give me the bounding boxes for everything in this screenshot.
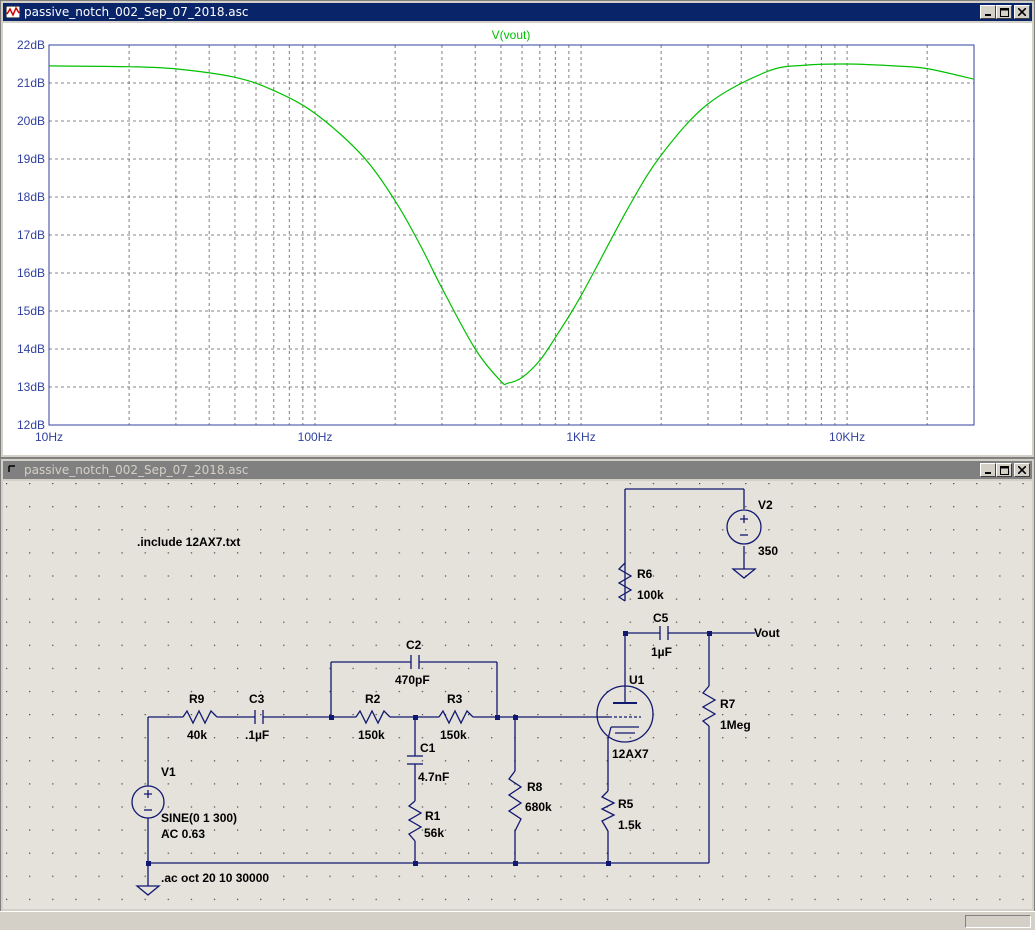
status-bar [0, 911, 1035, 930]
schematic-canvas[interactable]: .include 12AX7.txt .ac oct 20 10 30000 R… [3, 481, 1032, 909]
resistor-r2[interactable] [355, 709, 391, 725]
label-r5-name[interactable]: R5 [618, 797, 634, 811]
label-c2-value[interactable]: 470pF [395, 673, 430, 687]
x-tick-label: 10Hz [35, 430, 63, 444]
label-r5-value[interactable]: 1.5k [618, 818, 642, 832]
capacitor-c1[interactable] [407, 753, 423, 767]
resistor-r1[interactable] [407, 800, 423, 842]
ground-symbol [731, 568, 757, 579]
junctions [146, 631, 712, 866]
label-c2-name[interactable]: C2 [406, 638, 422, 652]
label-r7-value[interactable]: 1Meg [720, 718, 751, 732]
resistor-r5[interactable] [600, 790, 616, 832]
schematic-grid [3, 481, 1032, 909]
label-v1-value2[interactable]: AC 0.63 [161, 827, 205, 841]
maximize-button[interactable] [996, 5, 1012, 19]
ground-symbol [135, 885, 161, 896]
plot-window-title: passive_notch_002_Sep_07_2018.asc [24, 5, 249, 19]
schematic-window-title: passive_notch_002_Sep_07_2018.asc [24, 463, 249, 477]
label-r6-name[interactable]: R6 [637, 567, 653, 581]
label-r9-value[interactable]: 40k [187, 728, 207, 742]
resistor-r7[interactable] [701, 685, 717, 727]
close-button[interactable] [1014, 5, 1030, 19]
capacitor-c2[interactable] [409, 655, 421, 669]
label-r2-value[interactable]: 150k [358, 728, 385, 742]
label-r3-value[interactable]: 150k [440, 728, 467, 742]
label-v1-value[interactable]: SINE(0 1 300) [161, 811, 237, 825]
y-tick-label: 18dB [17, 190, 45, 204]
label-r9-name[interactable]: R9 [189, 692, 205, 706]
label-c5-name[interactable]: C5 [653, 611, 669, 625]
bode-plot[interactable]: 22dB 21dB 20dB 19dB 18dB 17dB 16dB 15dB 14dB 13dB… [3, 23, 1032, 455]
y-tick-label: 17dB [17, 228, 45, 242]
y-tick-label: 14dB [17, 342, 45, 356]
resistor-r8[interactable] [507, 770, 523, 832]
voltage-source-v1[interactable] [131, 785, 165, 819]
y-axis-ticks: 22dB 21dB 20dB 19dB 18dB 17dB 16dB 15dB 14dB 13dB… [17, 38, 45, 432]
label-r8-value[interactable]: 680k [525, 800, 552, 814]
x-axis-ticks: 10Hz 100Hz 1KHz 10KHz [35, 430, 865, 444]
label-r8-name[interactable]: R8 [527, 780, 543, 794]
waveform-window-icon [5, 5, 21, 19]
plot-window: passive_notch_002_Sep_07_2018.asc 22dB 21… [0, 0, 1035, 458]
capacitor-c3[interactable] [252, 710, 266, 724]
label-c5-value[interactable]: 1µF [651, 645, 672, 659]
label-c3-value[interactable]: .1µF [245, 728, 269, 742]
y-tick-label: 20dB [17, 114, 45, 128]
minimize-button[interactable] [980, 463, 996, 477]
x-tick-label: 100Hz [298, 430, 333, 444]
label-v1-name[interactable]: V1 [161, 765, 176, 779]
plot-window-titlebar[interactable]: passive_notch_002_Sep_07_2018.asc [3, 3, 1032, 21]
ac-directive[interactable]: .ac oct 20 10 30000 [161, 871, 269, 885]
plot-frame [48, 44, 975, 426]
trace-label[interactable]: V(vout) [492, 28, 531, 42]
trace-vout[interactable] [48, 63, 975, 386]
minimize-button[interactable] [980, 5, 996, 19]
label-u1-value[interactable]: 12AX7 [612, 747, 649, 761]
label-u1-name[interactable]: U1 [629, 673, 645, 687]
y-tick-label: 16dB [17, 266, 45, 280]
schematic-drawing[interactable]: .include 12AX7.txt .ac oct 20 10 30000 R… [3, 481, 1032, 909]
label-c1-value[interactable]: 4.7nF [418, 770, 449, 784]
y-tick-label: 13dB [17, 380, 45, 394]
net-label-vout[interactable]: Vout [754, 626, 780, 640]
label-r2-name[interactable]: R2 [365, 692, 381, 706]
triode-u1[interactable] [596, 685, 654, 743]
label-r7-name[interactable]: R7 [720, 697, 736, 711]
maximize-button[interactable] [996, 463, 1012, 477]
label-v2-value[interactable]: 350 [758, 544, 778, 558]
label-r1-value[interactable]: 56k [424, 826, 444, 840]
label-v2-name[interactable]: V2 [758, 498, 773, 512]
schematic-window-titlebar[interactable]: passive_notch_002_Sep_07_2018.asc [3, 461, 1032, 479]
x-tick-label: 1KHz [566, 430, 595, 444]
label-r1-name[interactable]: R1 [425, 809, 441, 823]
status-cell [965, 915, 1031, 928]
y-tick-label: 22dB [17, 38, 45, 52]
y-tick-label: 19dB [17, 152, 45, 166]
voltage-source-v2[interactable] [726, 509, 762, 545]
resistor-r3[interactable] [438, 709, 474, 725]
label-r6-value[interactable]: 100k [637, 588, 664, 602]
capacitor-c5[interactable] [659, 626, 669, 640]
y-tick-label: 12dB [17, 418, 45, 432]
schematic-window: passive_notch_002_Sep_07_2018.asc [0, 458, 1035, 912]
label-c3-name[interactable]: C3 [249, 692, 265, 706]
close-button[interactable] [1014, 463, 1030, 477]
label-c1-name[interactable]: C1 [420, 741, 436, 755]
resistor-r9[interactable] [182, 709, 218, 725]
plot-grid [49, 45, 974, 425]
y-tick-label: 15dB [17, 304, 45, 318]
x-tick-label: 10KHz [829, 430, 865, 444]
y-tick-label: 21dB [17, 76, 45, 90]
plot-area[interactable]: 22dB 21dB 20dB 19dB 18dB 17dB 16dB 15dB 14dB 13dB… [3, 23, 1032, 455]
resistor-r6[interactable] [617, 562, 633, 602]
label-r3-name[interactable]: R3 [447, 692, 463, 706]
schematic-window-icon [5, 463, 21, 477]
include-directive[interactable]: .include 12AX7.txt [137, 535, 240, 549]
